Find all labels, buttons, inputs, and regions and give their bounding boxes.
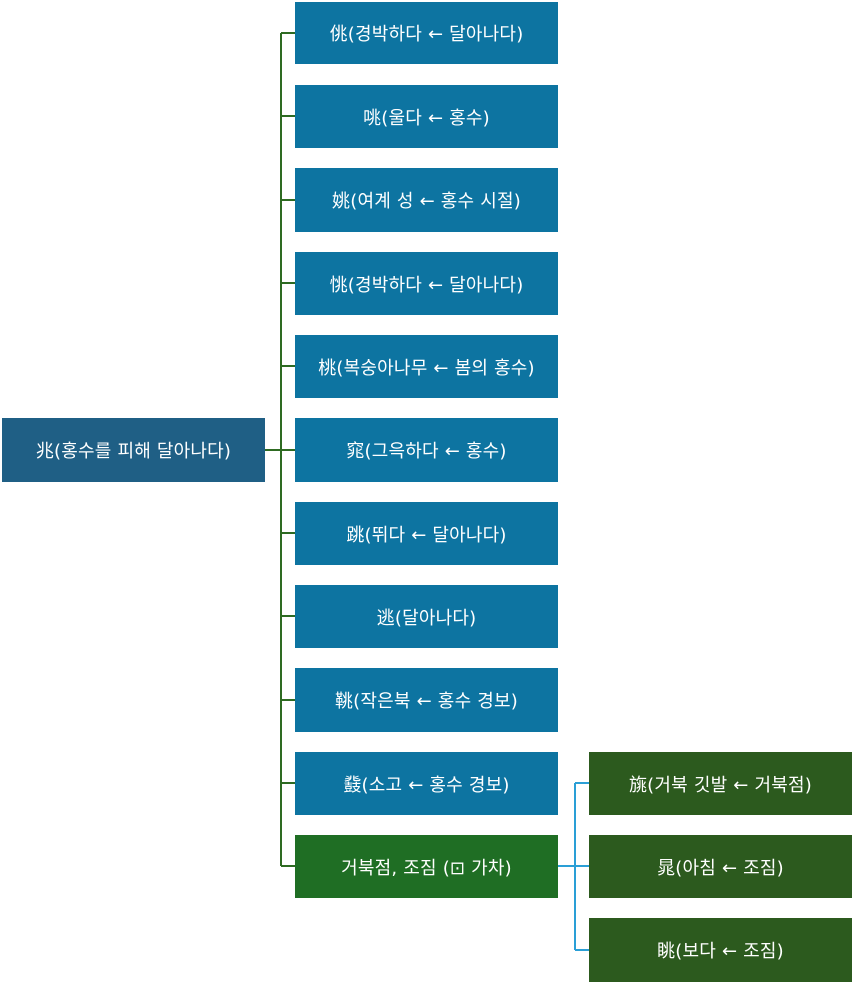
branch-node-label: 거북점, 조짐 (⊡ 가차): [341, 857, 512, 879]
child-node-label: 咷(울다 ← 홍수): [363, 107, 490, 129]
child-node: 咷(울다 ← 홍수): [295, 85, 558, 148]
root-node: 兆(홍수를 피해 달아나다): [2, 418, 265, 482]
leaf-node: 晁(아침 ← 조짐): [589, 835, 852, 898]
child-node: 逃(달아나다): [295, 585, 558, 648]
child-node-label: 姚(여계 성 ← 홍수 시절): [332, 191, 521, 212]
child-node-label: 桃(복숭아나무 ← 봄의 홍수): [318, 357, 535, 379]
child-node-label: 跳(뛰다 ← 달아나다): [346, 524, 507, 546]
child-node-label: 逃(달아나다): [376, 607, 477, 629]
child-node-label: 鼗(소고 ← 홍수 경보): [343, 774, 510, 796]
child-node: 恌(경박하다 ← 달아나다): [295, 252, 558, 315]
child-node: 鞉(작은북 ← 홍수 경보): [295, 668, 558, 732]
root-node-label: 兆(홍수를 피해 달아나다): [35, 441, 232, 462]
leaf-node-label: 旐(거북 깃발 ← 거북점): [628, 774, 812, 796]
child-node-label: 鞉(작은북 ← 홍수 경보): [334, 691, 518, 712]
child-node: 窕(그윽하다 ← 홍수): [295, 418, 558, 482]
child-node-label: 窕(그윽하다 ← 홍수): [346, 441, 507, 462]
leaf-node-label: 眺(보다 ← 조짐): [657, 941, 784, 962]
child-node: 姚(여계 성 ← 홍수 시절): [295, 168, 558, 232]
child-node-label: 恌(경박하다 ← 달아나다): [329, 274, 524, 296]
child-node: 跳(뛰다 ← 달아나다): [295, 502, 558, 565]
leaf-node: 旐(거북 깃발 ← 거북점): [589, 752, 852, 815]
child-node: 佻(경박하다 ← 달아나다): [295, 2, 558, 64]
child-node: 桃(복숭아나무 ← 봄의 홍수): [295, 335, 558, 398]
child-node-label: 佻(경박하다 ← 달아나다): [329, 24, 524, 45]
branch-node: 거북점, 조짐 (⊡ 가차): [295, 835, 558, 898]
leaf-node: 眺(보다 ← 조짐): [589, 918, 852, 982]
child-node: 鼗(소고 ← 홍수 경보): [295, 752, 558, 815]
leaf-node-label: 晁(아침 ← 조짐): [657, 857, 784, 879]
